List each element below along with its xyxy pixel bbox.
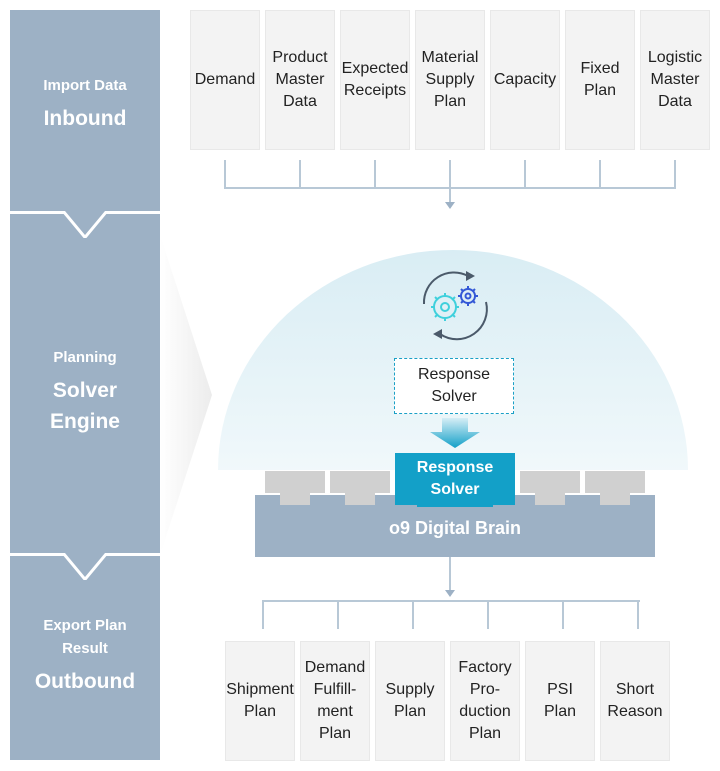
module-chip bbox=[585, 471, 645, 493]
inbound-item-label: Supply bbox=[425, 71, 475, 88]
inbound-item-label: Capacity bbox=[493, 71, 557, 88]
inbound-item-label: Expected bbox=[341, 60, 409, 77]
inbound-item-label: Master bbox=[275, 71, 325, 88]
outbound-item-label: Fulfill- bbox=[313, 681, 357, 698]
active-label-1: Response bbox=[416, 459, 494, 476]
stage-outbound: Export Plan Result Outbound bbox=[10, 580, 160, 760]
outbound-item: PSI Plan bbox=[525, 641, 595, 761]
dashed-label-1: Response bbox=[417, 366, 491, 383]
inbound-item-label: Demand bbox=[194, 71, 256, 88]
stage-divider-chevron bbox=[10, 208, 160, 238]
inbound-item: Demand bbox=[190, 10, 260, 150]
outbound-item-label: Demand bbox=[304, 659, 366, 676]
arrow-down-icon bbox=[445, 202, 455, 209]
outbound-item-label: Short bbox=[615, 681, 655, 698]
stage-inbound-sub: Import Data bbox=[43, 77, 127, 94]
inbound-item-label: Data bbox=[283, 93, 317, 110]
inbound-item-label: Material bbox=[421, 49, 479, 66]
platform-label: o9 Digital Brain bbox=[388, 518, 522, 538]
down-arrow-icon bbox=[430, 418, 480, 448]
outbound-item-label: Plan bbox=[318, 725, 351, 742]
inbound-item-label: Plan bbox=[433, 93, 467, 110]
module-chip bbox=[265, 471, 325, 493]
outbound-item-label: Plan bbox=[468, 725, 502, 742]
inbound-item-label: Product bbox=[272, 49, 328, 66]
stage-outbound-sub-1: Export Plan bbox=[43, 617, 127, 634]
active-label-2: Solver bbox=[430, 481, 480, 498]
stage-outbound-title: Outbound bbox=[34, 670, 136, 693]
outbound-item-label: ment bbox=[317, 703, 353, 720]
outbound-item-label: Shipment bbox=[226, 681, 294, 698]
stage-planning-title-2: Engine bbox=[49, 410, 120, 433]
stage-outbound-sub-2: Result bbox=[62, 640, 108, 657]
outbound-item-label: PSI bbox=[547, 681, 573, 698]
arrow-down-icon bbox=[445, 590, 455, 597]
outbound-item-label: Factory bbox=[458, 659, 512, 676]
inbound-item-label: Data bbox=[658, 93, 692, 110]
stage-inbound: Import Data Inbound bbox=[10, 10, 160, 208]
stage-planning: Planning Solver Engine bbox=[10, 238, 160, 550]
gears-refresh-icon bbox=[422, 271, 488, 341]
inbound-item-label: Plan bbox=[583, 82, 617, 99]
outbound-item-label: Supply bbox=[385, 681, 435, 698]
dashed-label-2: Solver bbox=[431, 388, 477, 405]
stage-planning-sub: Planning bbox=[53, 349, 117, 366]
inbound-item-label: Logistic bbox=[647, 49, 703, 66]
inbound-item-label: Fixed bbox=[580, 60, 620, 77]
inbound-item-label: Receipts bbox=[343, 82, 407, 99]
stage-inbound-title: Inbound bbox=[43, 107, 127, 130]
stage-divider-chevron bbox=[10, 550, 160, 580]
response-solver-dashed: Response Solver bbox=[394, 358, 514, 414]
outbound-item-label: Reason bbox=[607, 703, 663, 720]
stage-planning-title-1: Solver bbox=[52, 379, 118, 402]
chevron-shadow bbox=[160, 235, 212, 555]
module-chip bbox=[330, 471, 390, 493]
inbound-item-label: Master bbox=[650, 71, 700, 88]
outbound-item-label: Plan bbox=[543, 703, 577, 720]
outbound-item-label: duction bbox=[459, 703, 511, 720]
response-solver-module: Response Solver bbox=[395, 453, 515, 505]
outbound-item-label: Plan bbox=[393, 703, 426, 720]
outbound-item-label: Pro- bbox=[469, 681, 501, 698]
outbound-item-label: Plan bbox=[243, 703, 277, 720]
inbound-item: Capacity bbox=[490, 10, 560, 150]
module-chip bbox=[520, 471, 580, 493]
